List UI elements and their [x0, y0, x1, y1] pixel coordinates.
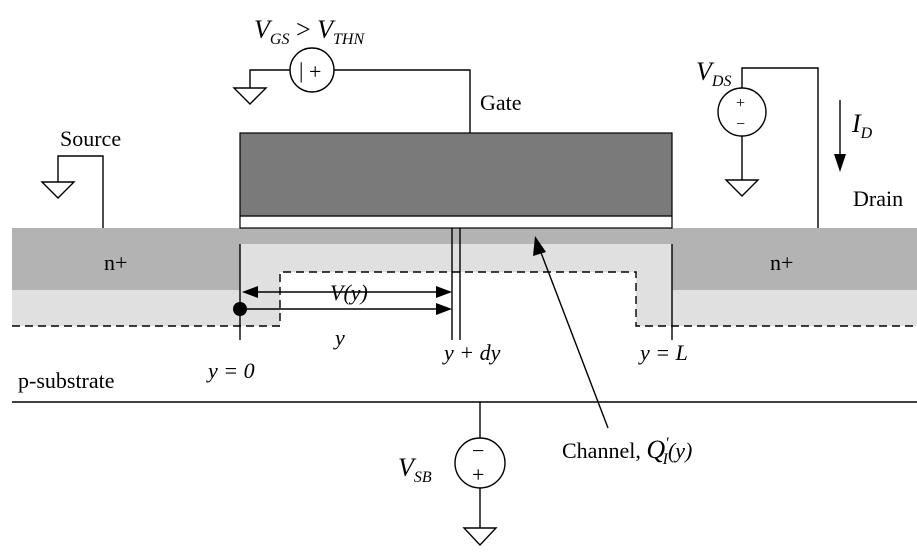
y-label: y — [333, 325, 345, 350]
n-plus-right-label: n+ — [770, 250, 793, 275]
y-arrow-head — [436, 303, 452, 315]
vds-ground-symbol — [724, 179, 760, 197]
source-label: Source — [60, 126, 121, 151]
vgs-label: VGS > VTHN — [254, 15, 365, 48]
yl-label: y = L — [638, 340, 688, 365]
y0-dot — [233, 302, 247, 316]
vgs-polarity-plus: + — [309, 59, 321, 84]
n-plus-left-label: n+ — [104, 250, 127, 275]
gate-electrode — [239, 132, 673, 217]
vgs-polarity-bar: | — [299, 58, 303, 83]
vsb-ground-symbol — [462, 527, 498, 547]
vsb-label: VSB — [398, 453, 432, 486]
channel-pointer-head — [533, 236, 546, 256]
vgs-source-symbol — [289, 47, 335, 93]
vgs-ground-wire — [249, 69, 290, 88]
gate-label: Gate — [480, 90, 522, 115]
drain-wire — [741, 67, 819, 228]
vgs-ground-symbol — [232, 87, 268, 105]
depletion-middle-white — [280, 272, 636, 328]
vy-label: V(y) — [330, 280, 368, 305]
vsb-polarity-minus: − — [472, 438, 484, 463]
p-substrate-label: p-substrate — [18, 368, 115, 393]
ydy-label: y + dy — [442, 340, 501, 365]
n-plus-left — [12, 228, 240, 290]
y0-label: y = 0 — [206, 358, 255, 383]
vy-arrow-right — [436, 286, 452, 298]
vy-arrow-left — [242, 286, 258, 298]
vds-polarity-plus: + — [736, 95, 745, 112]
channel-band — [240, 228, 672, 244]
depletion-boundary — [12, 271, 917, 327]
vds-polarity-minus: − — [736, 116, 745, 133]
n-plus-right — [672, 228, 917, 290]
id-label: ID — [851, 109, 873, 142]
channel-pointer-line — [539, 249, 609, 429]
source-wire — [57, 155, 104, 228]
gate-oxide — [239, 215, 673, 229]
drain-label: Drain — [853, 186, 903, 211]
id-arrow-head — [834, 154, 846, 172]
source-ground-symbol — [40, 181, 76, 199]
gate-wire — [334, 69, 471, 133]
channel-label: Channel, Q′I(y) — [562, 435, 692, 468]
vds-label: VDS — [696, 57, 731, 90]
vsb-polarity-plus: + — [472, 462, 484, 487]
